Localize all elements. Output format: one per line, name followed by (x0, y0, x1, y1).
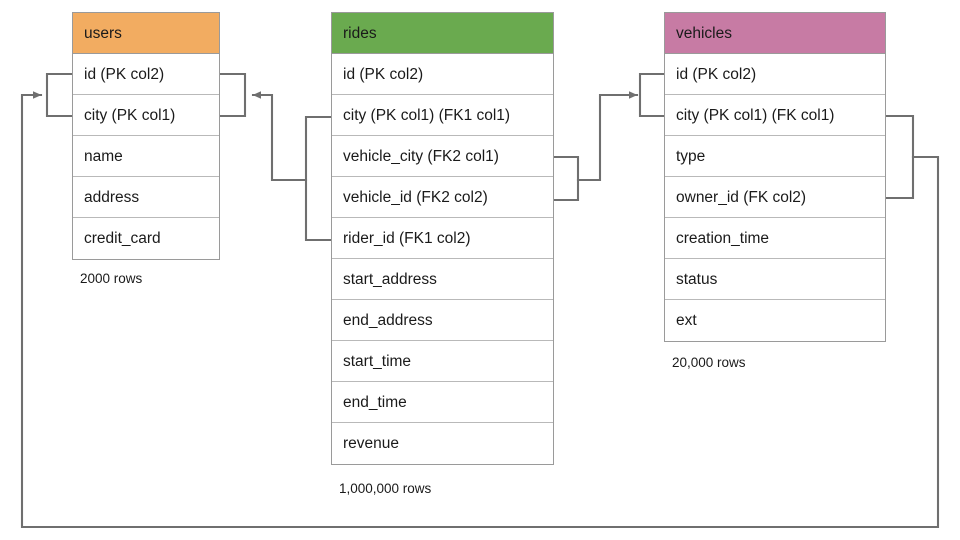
table-rides-column-rider-id[interactable]: rider_id (FK1 col2) (332, 218, 553, 259)
table-vehicles-column-owner-id[interactable]: owner_id (FK col2) (665, 177, 885, 218)
table-rides-rowcount: 1,000,000 rows (339, 481, 432, 496)
table-vehicles-column-ext[interactable]: ext (665, 300, 885, 341)
table-rides-column-start-time[interactable]: start_time (332, 341, 553, 382)
connector-rides-left-bracket (304, 115, 333, 242)
table-rides-column-vehicle-id[interactable]: vehicle_id (FK2 col2) (332, 177, 553, 218)
table-users-rowcount: 2000 rows (80, 271, 143, 286)
table-users-column-city[interactable]: city (PK col1) (73, 95, 219, 136)
table-rides-column-start-address[interactable]: start_address (332, 259, 553, 300)
table-users-column-address[interactable]: address (73, 177, 219, 218)
table-users-column-credit-card[interactable]: credit_card (73, 218, 219, 259)
connector-rides-to-users (251, 91, 308, 182)
connector-rides-right-bracket (552, 155, 580, 202)
table-vehicles[interactable]: vehicles id (PK col2) city (PK col1) (FK… (664, 12, 886, 342)
table-rides-column-end-time[interactable]: end_time (332, 382, 553, 423)
table-rides-column-end-address[interactable]: end_address (332, 300, 553, 341)
table-vehicles-rowcount: 20,000 rows (672, 355, 746, 370)
connector-users-right-bracket (218, 72, 247, 118)
connector-rides-to-vehicles (576, 91, 639, 182)
table-rides-column-revenue[interactable]: revenue (332, 423, 553, 464)
table-rides-column-id[interactable]: id (PK col2) (332, 54, 553, 95)
table-vehicles-column-id[interactable]: id (PK col2) (665, 54, 885, 95)
connector-vehicles-left-bracket (638, 72, 666, 118)
table-vehicles-column-type[interactable]: type (665, 136, 885, 177)
connector-vehicles-right-bracket (884, 114, 915, 200)
table-rides[interactable]: rides id (PK col2) city (PK col1) (FK1 c… (331, 12, 554, 465)
table-users-column-name[interactable]: name (73, 136, 219, 177)
table-vehicles-column-creation-time[interactable]: creation_time (665, 218, 885, 259)
table-vehicles-column-status[interactable]: status (665, 259, 885, 300)
connector-users-left-bracket (45, 72, 74, 118)
table-vehicles-column-city[interactable]: city (PK col1) (FK col1) (665, 95, 885, 136)
table-rides-column-city[interactable]: city (PK col1) (FK1 col1) (332, 95, 553, 136)
table-users[interactable]: users id (PK col2) city (PK col1) name a… (72, 12, 220, 260)
table-rides-column-vehicle-city[interactable]: vehicle_city (FK2 col1) (332, 136, 553, 177)
table-rides-header: rides (332, 13, 553, 54)
table-users-column-id[interactable]: id (PK col2) (73, 54, 219, 95)
table-vehicles-header: vehicles (665, 13, 885, 54)
table-users-header: users (73, 13, 219, 54)
